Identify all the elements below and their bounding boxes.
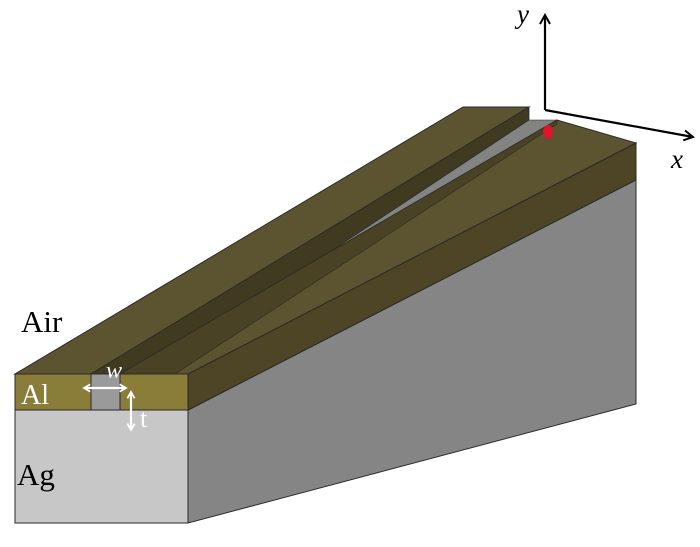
coordinate-axes: y x [514, 0, 693, 174]
dimension-annotations: w t [84, 358, 148, 433]
aluminum-film [13, 106, 638, 411]
x-axis-label: x [670, 144, 683, 174]
y-axis-label: y [514, 0, 529, 29]
thickness-label: t [140, 404, 148, 433]
width-label: w [106, 358, 122, 384]
aluminum-label: Al [21, 380, 49, 411]
red-dot-source-icon [543, 125, 553, 139]
air-label: Air [21, 304, 63, 339]
x-axis-line [544, 108, 693, 137]
silver-label: Ag [17, 457, 55, 492]
